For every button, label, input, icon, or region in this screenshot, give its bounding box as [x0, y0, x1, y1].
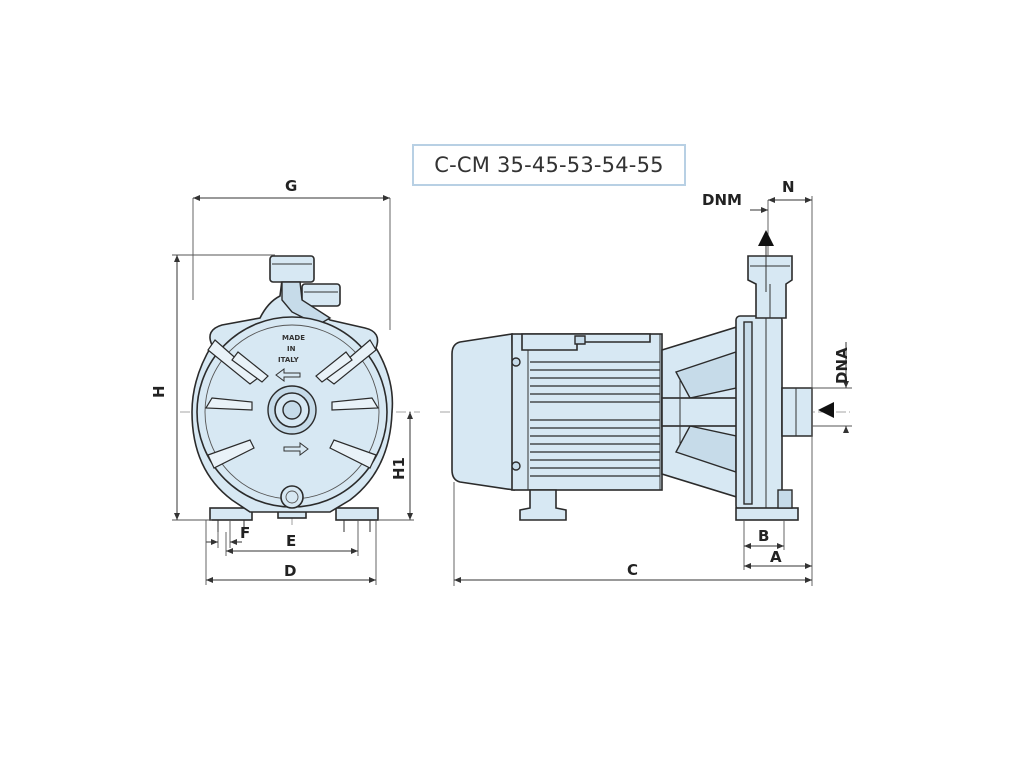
embossed-in: IN: [287, 345, 296, 353]
side-view: [440, 255, 850, 521]
front-view: MADE IN ITALY: [180, 255, 420, 532]
dim-label-g: G: [285, 177, 297, 195]
embossed-made: MADE: [282, 334, 305, 342]
dim-label-f: F: [240, 524, 250, 542]
front-dimensions: G H H1 F E D: [150, 177, 414, 585]
embossed-italy: ITALY: [278, 356, 300, 364]
dim-label-d: D: [284, 562, 296, 580]
dim-label-h: H: [150, 385, 168, 398]
rotation-arrow-right-icon: [283, 442, 309, 456]
dim-label-n: N: [782, 178, 795, 196]
suction-flow-arrow-icon: [818, 402, 834, 418]
side-dimensions: DNM N DNA B A C: [453, 178, 852, 586]
discharge-flow-arrow-icon: [758, 230, 774, 246]
rotation-arrow-left-icon: [275, 368, 301, 382]
dim-label-h1: H1: [390, 457, 408, 480]
dim-label-a: A: [770, 548, 782, 566]
model-title: C-CM 35-45-53-54-55: [434, 153, 664, 177]
dim-label-c: C: [627, 561, 638, 579]
model-title-box: C-CM 35-45-53-54-55: [412, 144, 686, 186]
dim-label-dna: DNA: [833, 347, 851, 384]
dim-label-dnm: DNM: [702, 191, 742, 209]
dim-label-e: E: [286, 532, 296, 550]
dim-label-b: B: [758, 527, 769, 545]
